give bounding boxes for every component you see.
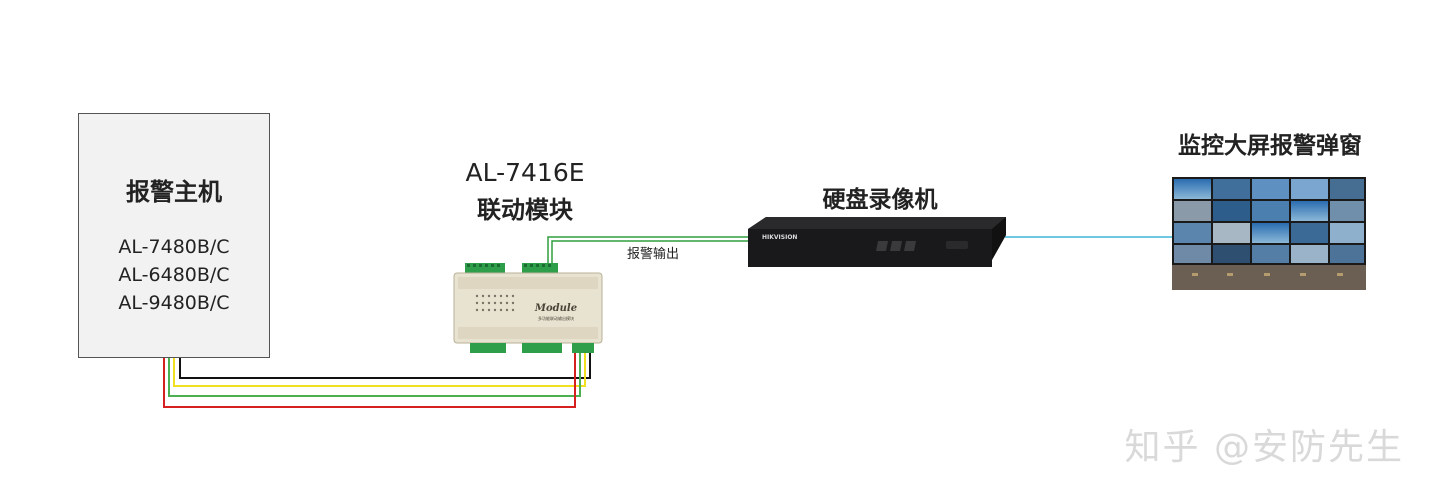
module-subtitle-text: 多功能联动输出模块 — [538, 315, 574, 321]
linkage-module-device: Module 多功能联动输出模块 — [453, 263, 603, 353]
alarm-host-title: 报警主机 — [126, 178, 222, 206]
module-brand-text: Module — [534, 303, 577, 314]
alarm-host-box: 报警主机 AL-7480B/C AL-6480B/C AL-9480B/C — [78, 113, 270, 358]
host-model-1: AL-7480B/C — [118, 236, 230, 258]
nvr-title: 硬盘录像机 — [822, 187, 938, 213]
video-wall-device — [1172, 177, 1366, 290]
bottom-terminals — [470, 343, 594, 353]
alarm-link-2 — [551, 240, 752, 268]
host-model-2: AL-6480B/C — [118, 264, 230, 286]
wire-red — [163, 352, 576, 408]
alarm-link-1 — [547, 236, 752, 268]
nvr-device: HIKVISION — [748, 217, 1006, 267]
module-name-label: 联动模块 — [477, 196, 573, 224]
module-model-label: AL-7416E — [465, 158, 585, 187]
video-wall-title: 监控大屏报警弹窗 — [1178, 133, 1362, 159]
top-terminals — [465, 263, 558, 273]
wire-green — [168, 352, 581, 397]
nvr-brand-text: HIKVISION — [762, 234, 797, 241]
wire-black — [179, 352, 591, 379]
wire-yellow — [173, 352, 586, 387]
watermark: 知乎 @安防先生 — [1124, 427, 1404, 468]
alarm-output-label: 报警输出 — [627, 247, 680, 262]
host-model-3: AL-9480B/C — [118, 292, 230, 314]
